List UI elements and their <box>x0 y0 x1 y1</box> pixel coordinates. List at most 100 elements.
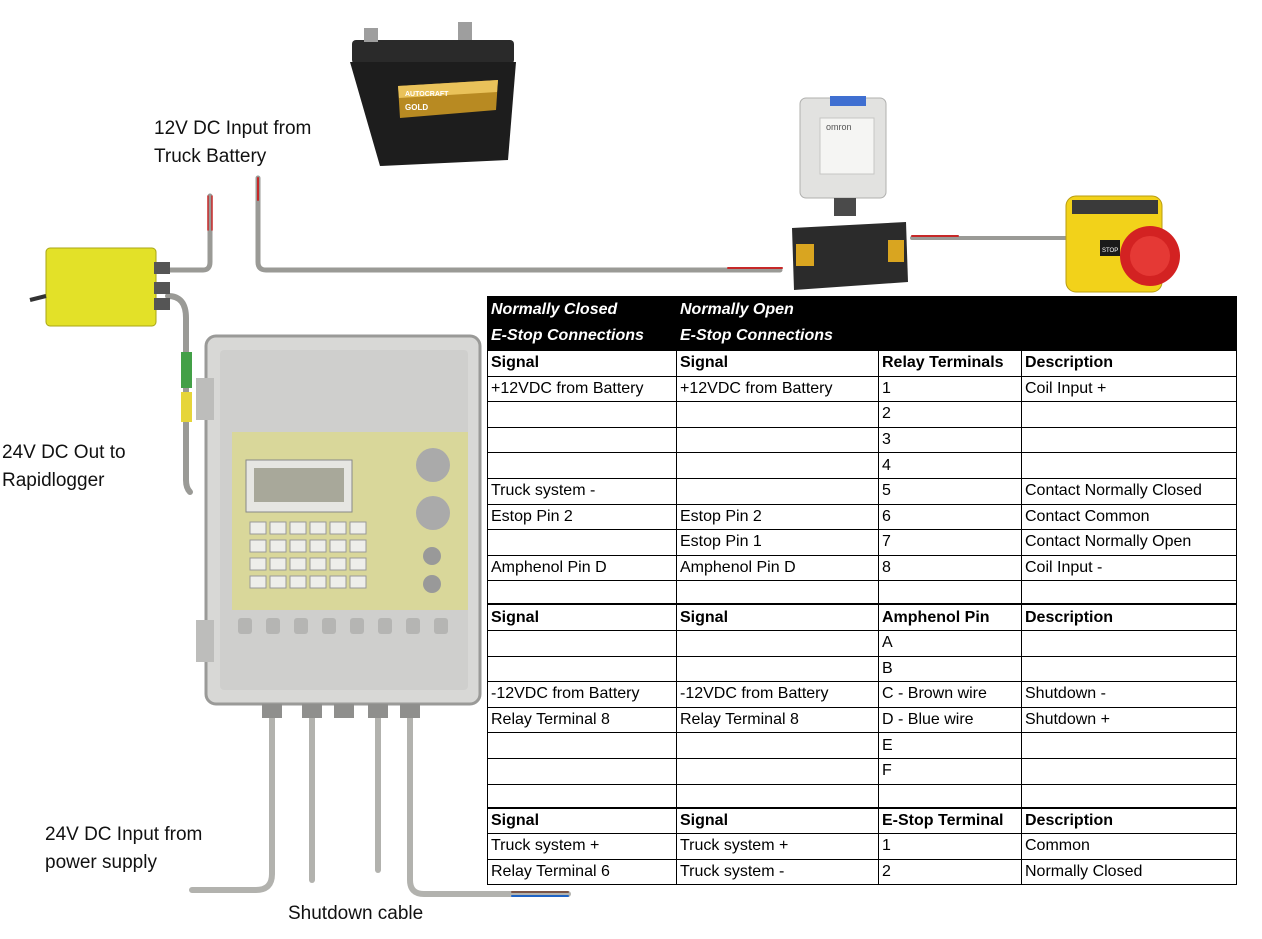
table-cell: +12VDC from Battery <box>487 375 677 403</box>
table-cell: D - Blue wire <box>878 706 1022 734</box>
power-supply-input-label: 24V DC Input from power supply <box>45 824 203 873</box>
table-cell: -12VDC from Battery <box>676 681 879 708</box>
table-row: 4 <box>487 452 1237 479</box>
table-cell <box>676 655 879 683</box>
battery-brand: AUTOCRAFT <box>405 91 449 98</box>
table-cell <box>676 580 879 605</box>
table-cell: Normally Open <box>676 296 879 324</box>
table-cell: Amphenol Pin D <box>676 554 879 582</box>
table-cell: Truck system - <box>487 477 677 505</box>
table-cell <box>487 452 677 479</box>
table-cell: 6 <box>878 503 1022 531</box>
table-cell <box>878 580 1022 605</box>
table-cell: Estop Pin 2 <box>487 503 677 531</box>
table-cell: C - Brown wire <box>878 681 1022 708</box>
table-cell <box>1021 452 1237 479</box>
table-cell <box>487 426 677 454</box>
table-cell: Estop Pin 2 <box>676 503 879 531</box>
table-cell <box>1021 655 1237 683</box>
junction-box-image <box>29 247 170 327</box>
table-cell <box>676 401 879 428</box>
table-cell <box>1021 426 1237 454</box>
table-row: 3 <box>487 426 1237 454</box>
table-cell <box>676 783 879 808</box>
table-cell: +12VDC from Battery <box>676 375 879 403</box>
table-cell: F <box>878 757 1022 785</box>
rapidlogger-output-label: 24V DC Out to Rapidlogger <box>2 442 126 491</box>
table-cell: Normally Closed <box>1021 858 1237 886</box>
table-cell: Contact Normally Closed <box>1021 477 1237 505</box>
table-cell <box>1021 296 1237 324</box>
table-cell: 3 <box>878 426 1022 454</box>
table-cell <box>487 401 677 428</box>
cables <box>165 175 1070 897</box>
table-cell: Signal <box>487 603 677 631</box>
table-cell <box>1021 580 1237 605</box>
table-cell <box>487 783 677 808</box>
table-cell <box>1021 322 1237 351</box>
table-cell: -12VDC from Battery <box>487 681 677 708</box>
table-cell: A <box>878 629 1022 657</box>
table-cell: Signal <box>676 348 879 377</box>
table-cell: 1 <box>878 833 1022 860</box>
battery-image <box>350 22 516 166</box>
relay-image <box>792 96 908 290</box>
table-cell <box>676 477 879 505</box>
table-cell <box>487 629 677 657</box>
table-cell <box>1021 732 1237 759</box>
table-cell: Description <box>1021 603 1237 631</box>
table-cell: E <box>878 732 1022 759</box>
table-cell <box>676 757 879 785</box>
table-cell <box>487 529 677 556</box>
estop-label: STOP <box>1102 248 1118 254</box>
table-cell: Normally Closed <box>487 296 677 324</box>
table-row <box>487 580 1237 605</box>
estop-image <box>1065 195 1180 293</box>
table-cell: Estop Pin 1 <box>676 529 879 556</box>
table-cell: Relay Terminal 8 <box>676 706 879 734</box>
table-cell <box>878 322 1022 351</box>
table-cell <box>1021 401 1237 428</box>
shutdown-cable-label: Shutdown cable <box>288 903 424 924</box>
table-cell <box>487 655 677 683</box>
table-cell: E-Stop Connections <box>676 322 879 351</box>
table-cell: Relay Terminals <box>878 348 1022 377</box>
table-row: B <box>487 655 1237 683</box>
table-cell: E-Stop Connections <box>487 322 677 351</box>
relay-brand: omron <box>826 122 852 132</box>
table-cell: Signal <box>676 603 879 631</box>
table-cell: 2 <box>878 401 1022 428</box>
table-cell: Shutdown + <box>1021 706 1237 734</box>
table-cell <box>676 732 879 759</box>
table-cell: 5 <box>878 477 1022 505</box>
table-cell: 4 <box>878 452 1022 479</box>
table-cell <box>1021 783 1237 808</box>
table-cell: Shutdown - <box>1021 681 1237 708</box>
table-cell <box>676 452 879 479</box>
table-cell: Amphenol Pin <box>878 603 1022 631</box>
table-row: A <box>487 629 1237 657</box>
table-cell: Truck system + <box>487 833 677 860</box>
table-cell: B <box>878 655 1022 683</box>
table-cell <box>1021 629 1237 657</box>
table-row <box>487 783 1237 808</box>
table-cell: Coil Input + <box>1021 375 1237 403</box>
table-cell: 2 <box>878 858 1022 886</box>
table-row: F <box>487 757 1237 785</box>
rapidlogger-enclosure <box>196 334 482 718</box>
table-cell: E-Stop Terminal <box>878 806 1022 835</box>
table-cell: Signal <box>676 806 879 835</box>
table-cell: Description <box>1021 348 1237 377</box>
